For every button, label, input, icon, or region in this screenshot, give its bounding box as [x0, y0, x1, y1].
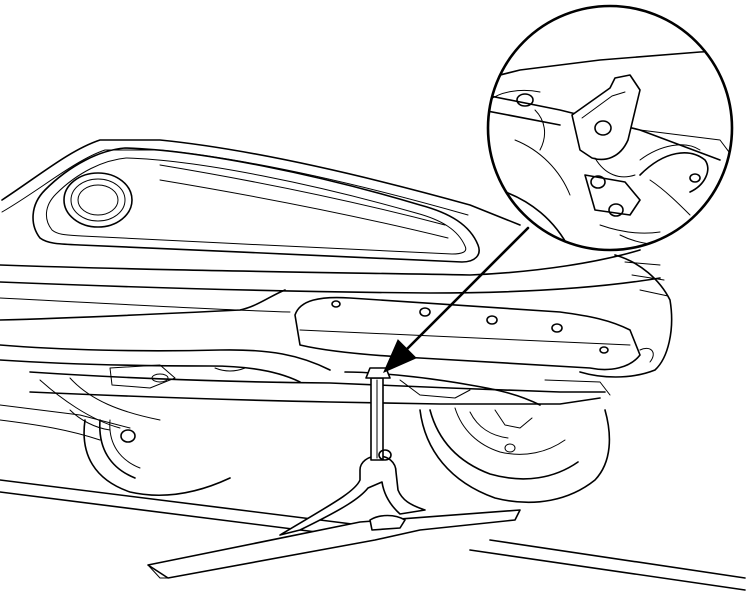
detail-callout-circle	[486, 4, 734, 252]
jack-stand-base	[147, 509, 521, 579]
bumper-top-edge	[1, 139, 521, 226]
hose	[639, 152, 709, 193]
right-fender	[579, 254, 673, 378]
skid-plate	[294, 296, 641, 371]
left-wheel	[69, 409, 231, 496]
jack-stand-lock-hole	[378, 449, 392, 461]
grille-recess	[32, 147, 480, 263]
right-wheel	[419, 407, 611, 504]
car-body	[0, 139, 673, 383]
callout-arrow	[383, 226, 530, 373]
jacking-point-bracket	[571, 74, 641, 161]
jack-stand	[147, 367, 521, 579]
grille-slats	[159, 164, 449, 239]
ground-lines	[0, 479, 746, 591]
underbody	[0, 296, 641, 441]
plate-bolts	[331, 300, 609, 354]
fog-lamp	[63, 172, 133, 228]
